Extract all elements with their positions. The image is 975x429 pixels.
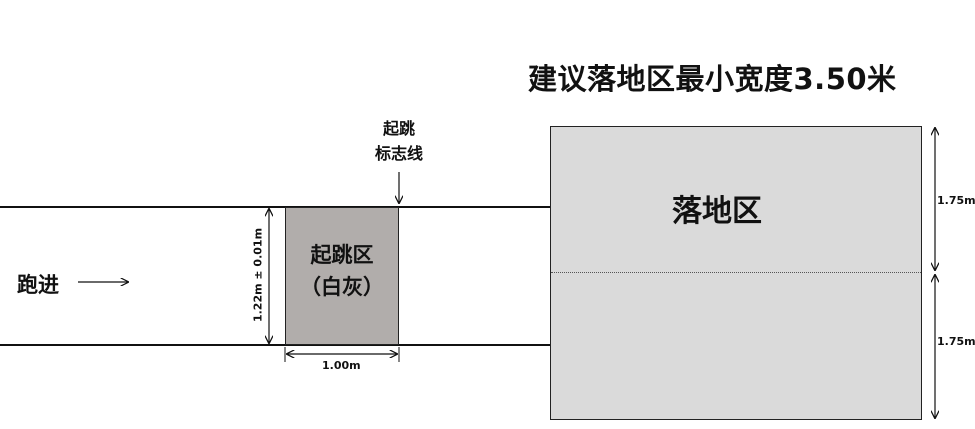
runway-bottom-line bbox=[0, 344, 551, 346]
landing-centerline bbox=[551, 272, 921, 273]
landing-area bbox=[550, 126, 922, 420]
takeoff-zone-label: 起跳区 （白灰） bbox=[285, 239, 399, 303]
takeoff-zone-label-line1: 起跳区 bbox=[310, 243, 374, 267]
takeoff-zone bbox=[285, 207, 399, 345]
landing-area-label: 落地区 bbox=[672, 194, 762, 229]
diagram-title: 建议落地区最小宽度3.50米 bbox=[528, 62, 897, 96]
dim-landing-lower-label: 1.75m bbox=[937, 335, 975, 348]
takeoff-zone-label-line2: （白灰） bbox=[300, 275, 384, 299]
runup-label: 跑进 bbox=[17, 273, 59, 297]
takeoff-line-label-line1: 起跳 bbox=[382, 119, 415, 138]
runway-top-line bbox=[0, 206, 551, 208]
dim-zone-length-label: 1.00m bbox=[322, 359, 361, 372]
dim-landing-upper-label: 1.75m bbox=[937, 194, 975, 207]
takeoff-line-label: 起跳 标志线 bbox=[366, 116, 432, 166]
takeoff-line-label-line2: 标志线 bbox=[374, 144, 423, 163]
